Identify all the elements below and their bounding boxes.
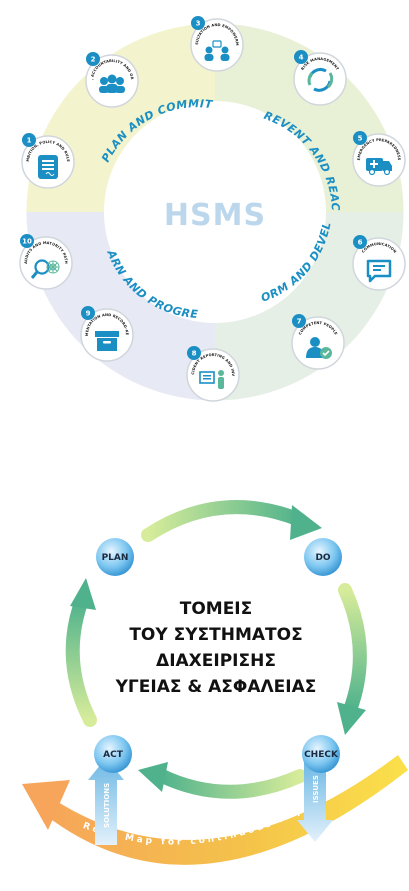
center-title: ΤΟΜΕΙΣ ΤΟΥ ΣΥΣΤΗΜΑΤΟΣ ΔΙΑΧΕΙΡΙΣΗΣ ΥΓΕΙΑΣ… — [115, 599, 317, 697]
svg-text:3: 3 — [196, 20, 201, 28]
magnifier-web-icon — [30, 259, 60, 279]
svg-text:ΔΙΑΧΕΙΡΙΣΗΣ: ΔΙΑΧΕΙΡΙΣΗΣ — [156, 651, 276, 671]
pdca-cycle: Road Map for continuous improvement SOLU… — [22, 500, 408, 865]
svg-text:1: 1 — [27, 137, 32, 145]
svg-text:ΤΟΜΕΙΣ: ΤΟΜΕΙΣ — [180, 599, 253, 619]
archive-box-icon — [95, 331, 119, 351]
node-6[interactable]: COMMUNICATION 6 — [352, 235, 406, 291]
speech-bubble-icon — [366, 259, 392, 283]
arrow-act-to-plan — [65, 593, 97, 727]
solutions-arrow: SOLUTIONS — [88, 758, 124, 845]
svg-text:5: 5 — [358, 135, 363, 143]
person-check-icon — [306, 337, 332, 359]
people-chat-icon — [204, 40, 230, 61]
svg-text:9: 9 — [86, 310, 91, 318]
node-5[interactable]: EMERGENCY PREPAREDNESS 5 — [352, 131, 406, 187]
ambulance-icon — [366, 158, 392, 176]
recycle-arrows-icon — [307, 68, 334, 92]
hub-circle — [104, 101, 326, 323]
document-icon — [38, 155, 58, 179]
node-10[interactable]: AUDITS AND MATURITY PATH 10 — [19, 234, 73, 290]
svg-text:ΥΓΕΙΑΣ & ΑΣΦΑΛΕΙΑΣ: ΥΓΕΙΑΣ & ΑΣΦΑΛΕΙΑΣ — [115, 677, 317, 697]
check-node[interactable]: CHECK — [302, 735, 340, 773]
presentation-icon — [199, 370, 224, 389]
hsms-wheel: HSMS PLAN AND COMMIT PREVENT AND REACT I… — [0, 0, 406, 402]
node-8[interactable]: ACCIDENT-INCIDENT REPORTING AND INVESTIG… — [186, 346, 240, 402]
node-3[interactable]: CONSULTATION AND EMPOWERMENT 3 — [190, 16, 244, 72]
group-icon — [99, 74, 125, 93]
node-2[interactable]: LEADERSHIP, ACCOUNTABILITY AND ORGANISAT… — [85, 52, 139, 108]
svg-text:10: 10 — [22, 238, 32, 246]
arrow-do-to-check — [338, 583, 367, 717]
plan-node[interactable]: PLAN — [96, 538, 134, 576]
node-4[interactable]: RISK MANAGEMENT 4 — [293, 50, 347, 106]
node-1[interactable]: AMBITION, POLICY AND RULES 1 — [21, 133, 75, 189]
svg-text:CHECK: CHECK — [304, 750, 339, 760]
node-7[interactable]: COMPETENT PEOPLE 7 — [291, 314, 345, 370]
hub-label: HSMS — [164, 198, 266, 233]
svg-text:ACT: ACT — [103, 750, 124, 760]
solutions-label: SOLUTIONS — [103, 783, 111, 828]
svg-text:7: 7 — [297, 318, 302, 326]
svg-text:6: 6 — [358, 239, 363, 247]
svg-text:PLAN: PLAN — [102, 553, 129, 563]
svg-text:8: 8 — [192, 350, 197, 358]
road-map-arrow — [40, 755, 408, 865]
svg-text:ΤΟΥ ΣΥΣΤΗΜΑΤΟΣ: ΤΟΥ ΣΥΣΤΗΜΑΤΟΣ — [129, 625, 302, 645]
issues-arrow: ISSUES — [297, 760, 333, 842]
act-node[interactable]: ACT — [94, 735, 132, 773]
svg-text:2: 2 — [91, 56, 96, 64]
svg-text:4: 4 — [299, 54, 304, 62]
arrow-check-to-act — [153, 768, 307, 799]
arrow-plan-to-do — [141, 500, 307, 542]
do-node[interactable]: DO — [304, 538, 342, 576]
svg-text:DO: DO — [315, 553, 330, 563]
node-9[interactable]: DOCUMENTATION AND RECORD-KEEPING 9 — [80, 306, 134, 362]
issues-label: ISSUES — [312, 775, 320, 803]
